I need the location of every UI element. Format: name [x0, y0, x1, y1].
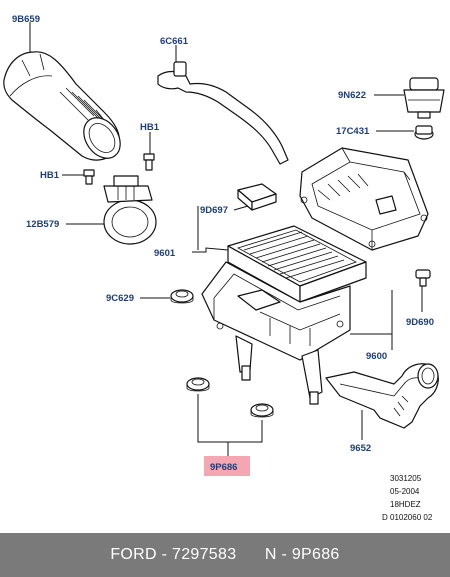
- callout-9d690: 9D690: [406, 317, 434, 328]
- footer-brand-part: FORD - 7297583: [110, 546, 237, 563]
- screw-left-drawing: [83, 169, 95, 185]
- connector-9d690-drawing: [415, 269, 431, 287]
- highlight-9p686: [204, 456, 250, 476]
- leader-9p686: [197, 394, 263, 443]
- screw-upper-drawing: [143, 153, 155, 171]
- breather-hose-drawing: [157, 61, 289, 165]
- ref-line-1: 3031205: [390, 474, 422, 483]
- footer-ref-part: N - 9P686: [264, 546, 340, 563]
- callout-hb1-left: HB1: [40, 170, 60, 181]
- grommet-9p686-right-drawing: [250, 403, 274, 418]
- air-cleaner-cover-drawing: [299, 147, 429, 251]
- ref-line-4: D 0102060 02: [382, 513, 433, 522]
- leader-9600-upper: [350, 290, 393, 335]
- valve-drawing: [403, 77, 445, 119]
- footer-spacer: [236, 546, 264, 564]
- grommet-9c629-drawing: [170, 289, 194, 304]
- grommet-9p686-left-drawing: [186, 377, 210, 392]
- callout-9p686: 9P686: [210, 462, 237, 473]
- callout-9600: 9600: [366, 351, 387, 362]
- pad-drawing: [237, 183, 277, 211]
- filter-element-drawing: [227, 225, 367, 303]
- callout-9652: 9652: [350, 443, 371, 454]
- callout-9601: 9601: [154, 248, 176, 259]
- callout-6c661: 6C661: [160, 36, 189, 47]
- callout-hb1-upper: HB1: [140, 122, 160, 133]
- callout-9n622: 9N622: [338, 90, 366, 101]
- leader-9601: [192, 247, 229, 253]
- leader-9d697: [233, 205, 249, 211]
- callout-9b659: 9B659: [12, 14, 40, 25]
- part-number-footer: FORD - 7297583 N - 9P686: [0, 533, 450, 577]
- ref-line-2: 05-2004: [390, 487, 420, 496]
- air-cleaner-housing-drawing: [201, 261, 351, 405]
- ref-line-3: 18HDEZ: [390, 500, 421, 509]
- callout-9d697: 9D697: [200, 205, 228, 216]
- grommet-drawing: [414, 125, 434, 140]
- intake-duct-drawing: [325, 363, 439, 429]
- callout-12b579: 12B579: [26, 219, 59, 230]
- callout-9c629: 9C629: [106, 293, 134, 304]
- intake-hose-drawing: [3, 51, 121, 161]
- airflow-sensor-drawing: [103, 175, 157, 245]
- callout-17c431: 17C431: [336, 126, 370, 137]
